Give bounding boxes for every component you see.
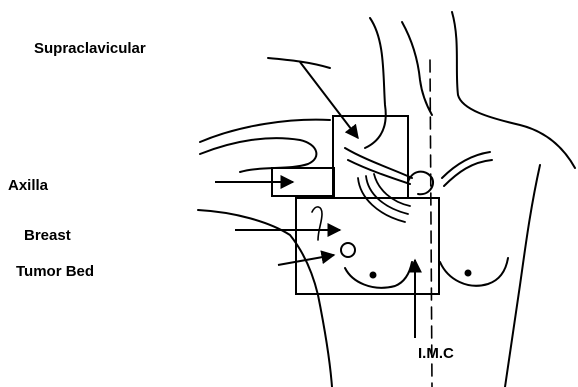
clavicle-left bbox=[345, 148, 412, 184]
tumor-bed-marker bbox=[341, 243, 355, 257]
torso-outline bbox=[268, 12, 575, 387]
left-breast-outline bbox=[345, 262, 412, 288]
raised-arm-outline bbox=[198, 120, 332, 387]
tumor-bed-arrow bbox=[278, 255, 334, 265]
label-breast: Breast bbox=[24, 227, 71, 244]
right-nipple bbox=[465, 270, 472, 277]
label-tumor-bed: Tumor Bed bbox=[16, 263, 94, 280]
label-axilla: Axilla bbox=[8, 177, 49, 194]
clavicle-right bbox=[442, 152, 492, 186]
sternal-notch bbox=[408, 172, 433, 195]
supraclavicular-arrow bbox=[300, 62, 358, 138]
label-imc: I.M.C bbox=[418, 345, 454, 362]
catheter-line bbox=[312, 207, 322, 240]
supraclavicular-field bbox=[333, 116, 408, 198]
label-supraclavicular: Supraclavicular bbox=[34, 40, 146, 57]
breast-field bbox=[296, 198, 439, 294]
right-breast-outline bbox=[440, 258, 508, 286]
left-nipple bbox=[370, 272, 377, 279]
